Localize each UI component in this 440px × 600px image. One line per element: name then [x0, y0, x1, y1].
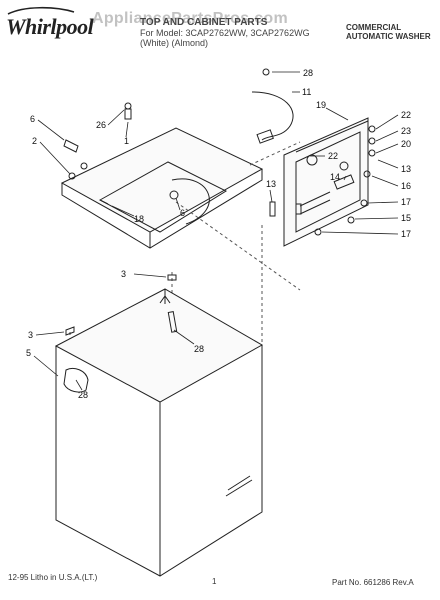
callout-2: 2	[32, 136, 37, 146]
callout-15: 15	[401, 213, 411, 223]
callout-14: 14	[330, 172, 340, 182]
callout-3: 3	[28, 330, 33, 340]
callout-17: 17	[401, 197, 411, 207]
knob-icon	[306, 154, 318, 166]
washer-top-assembly	[60, 127, 264, 249]
washer-cabinet	[54, 288, 264, 577]
top-hardware	[63, 102, 132, 180]
callout-19: 19	[316, 100, 326, 110]
product-type-line-2: AUTOMATIC WASHER	[346, 32, 431, 41]
callout-28: 28	[78, 390, 88, 400]
callout-6: 6	[30, 114, 35, 124]
knob-icon	[339, 161, 349, 171]
callout-23: 23	[401, 126, 411, 136]
product-type: COMMERCIAL AUTOMATIC WASHER	[346, 23, 438, 41]
footer-litho: 12-95 Litho in U.S.A.(LT.)	[8, 573, 98, 582]
footer-page-number: 1	[212, 577, 217, 586]
brand-logo: Whirlpool	[6, 14, 94, 39]
callout-22: 22	[401, 110, 411, 120]
console-hardware	[269, 125, 376, 236]
callout-20: 20	[401, 139, 411, 149]
control-console	[283, 117, 369, 247]
color-line: (White) (Almond)	[140, 38, 209, 48]
callout-11: 11	[302, 87, 311, 97]
callout-22: 22	[328, 151, 338, 161]
callout-6: 6	[180, 208, 185, 218]
callout-26: 26	[96, 120, 106, 130]
callout-3: 3	[121, 269, 126, 279]
callout-28: 28	[303, 68, 313, 78]
callout-28: 28	[194, 344, 204, 354]
callout-13: 13	[266, 179, 276, 189]
product-type-line-1: COMMERCIAL	[346, 23, 402, 32]
brand-logo-swirl-icon	[7, 6, 75, 15]
callout-5: 5	[26, 348, 31, 358]
diagram-header: TOP AND CABINET PARTS For Model: 3CAP276…	[140, 17, 350, 49]
callout-1: 1	[124, 136, 129, 146]
callout-17: 17	[401, 229, 411, 239]
callout-18: 18	[134, 214, 144, 224]
model-line: For Model: 3CAP2762WW, 3CAP2762WG	[140, 28, 310, 38]
wire-harness	[251, 68, 294, 144]
cabinet-hardware	[65, 274, 177, 336]
watermark: AppliancePartsPros.com	[92, 10, 288, 27]
callout-13: 13	[401, 164, 411, 174]
footer-part-number: Part No. 661286 Rev.A	[332, 578, 414, 587]
screw-icon	[262, 68, 270, 76]
screw-icon	[169, 190, 179, 200]
callout-16: 16	[401, 181, 411, 191]
callout-labels: 28 11 19 22 23 20 13 22 14 16 17 15 17 1…	[26, 68, 411, 400]
diagram-title: TOP AND CABINET PARTS	[140, 17, 268, 28]
